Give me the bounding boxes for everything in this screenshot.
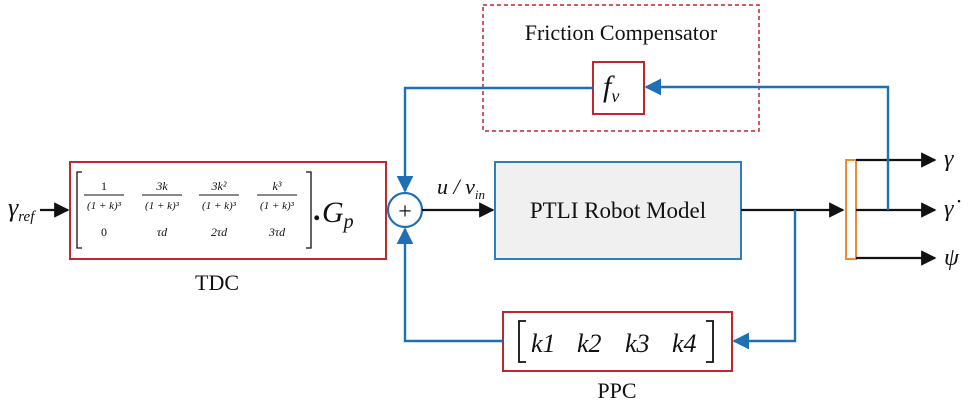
matrix-left-bracket (76, 171, 82, 249)
tdc-box (69, 161, 387, 260)
ppc-left-bracket (518, 320, 526, 363)
friction-compensator-dashed-box (482, 4, 760, 132)
demux-bar (845, 159, 857, 260)
ppc-box (502, 311, 733, 372)
tdc-row2-col1: 0 (101, 225, 107, 239)
tdc-row2-col2: τd (157, 225, 168, 239)
ppc-feedback-out-arrow (396, 227, 503, 343)
matrix-right-bracket (306, 171, 312, 249)
tdc-row1-col2-den: (1 + k)³ (145, 200, 180, 212)
tdc-block: 1 (1 + k)³ 0 3k (1 + k)³ τd 3k² (1 + k)³… (69, 161, 387, 260)
ppc-gain-k1: k1 (531, 329, 556, 358)
output-gamma-dot-label: γ̇ (944, 196, 960, 222)
input-label: γref (8, 193, 36, 225)
ppc-block: k1 k2 k3 k4 (502, 311, 733, 372)
ppc-gain-k2: k2 (577, 329, 602, 358)
friction-box (592, 61, 645, 115)
ppc-gain-k4: k4 (672, 329, 697, 358)
tdc-gain-dot: . (313, 194, 321, 227)
tdc-row1-col1-den: (1 + k)³ (87, 200, 122, 212)
robot-model-label: PTLI Robot Model (530, 198, 706, 223)
ppc-gain-k3: k3 (625, 329, 650, 358)
output-psi-label: ψ (944, 245, 960, 271)
output-gamma-label: γ (944, 146, 954, 172)
ppc-feedback-in-arrow (732, 210, 797, 350)
friction-feedback-in-arrow (644, 78, 890, 210)
tdc-row1-col2-num: 3k (155, 179, 168, 193)
tdc-row2-col4: 3τd (268, 225, 286, 239)
tdc-gain-symbol: Gp (322, 196, 354, 233)
tdc-row1-col1-num: 1 (101, 179, 107, 193)
summer-plus: + (398, 199, 412, 225)
control-signal-label: u / vin (437, 174, 485, 202)
tdc-row2-col3: 2τd (211, 225, 228, 239)
tdc-row1-col3-num: 3k² (211, 179, 227, 193)
friction-compensator-title: Friction Compensator (525, 20, 718, 45)
summing-junction: + (386, 191, 424, 229)
tdc-row1-col4-num: k³ (273, 179, 282, 193)
robot-model-box (494, 161, 742, 260)
tdc-row1-col4-den: (1 + k)³ (260, 200, 295, 212)
ppc-label: PPC (597, 378, 636, 403)
tdc-label: TDC (195, 270, 239, 295)
tdc-row1-col3-den: (1 + k)³ (202, 200, 237, 212)
friction-feedback-out-arrow (396, 86, 593, 193)
friction-block: fv (592, 61, 645, 115)
ppc-right-bracket (706, 320, 714, 363)
